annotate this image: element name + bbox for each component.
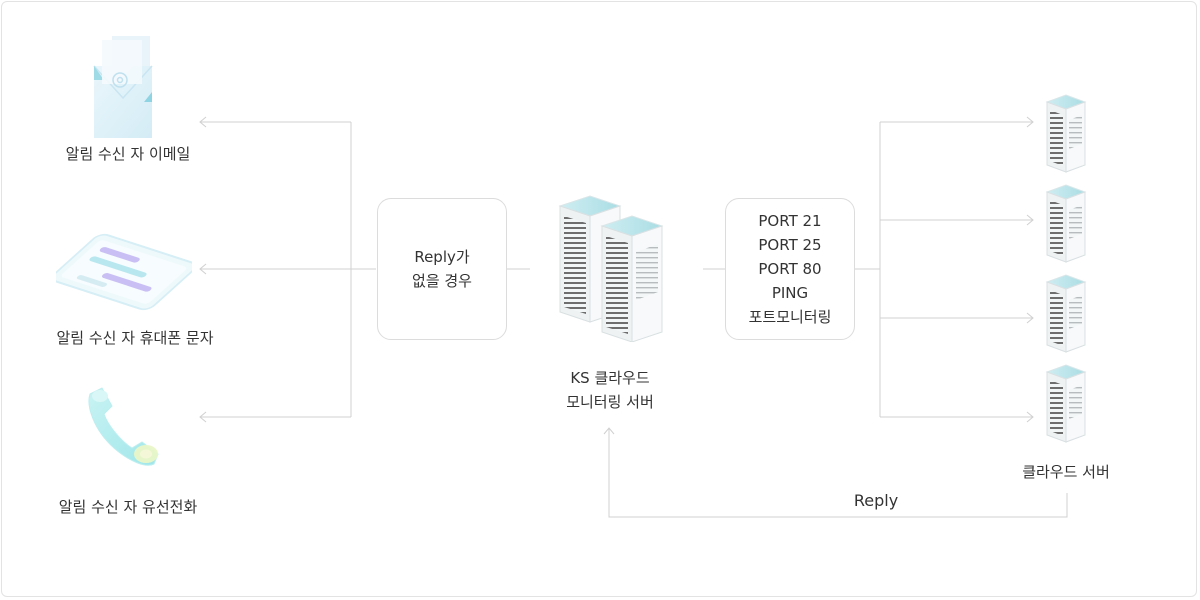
line-to-phone: [199, 411, 351, 423]
no-reply-condition-box: Reply가 없을 경우: [377, 198, 507, 340]
line-to-cloud-4: [880, 411, 1034, 423]
monitor-server-label-1: KS 클라우드: [570, 369, 650, 387]
check-item-port-25: PORT 25: [758, 236, 822, 254]
check-item-port-80: PORT 80: [758, 260, 822, 278]
monitoring-server-icon: [558, 195, 664, 342]
reply-return-line: [603, 427, 1068, 518]
cloud-server-2-icon: [1045, 184, 1087, 263]
check-item-ping: PING: [771, 284, 809, 302]
cloud-server-4-icon: [1045, 364, 1087, 443]
line-to-email: [199, 116, 351, 128]
phone-message-icon: [56, 233, 192, 311]
cloud-server-1-icon: [1045, 94, 1087, 173]
monitoring-checks-box: PORT 21 PORT 25 PORT 80 PING 포트모니터링: [725, 198, 855, 340]
line-to-cloud-2: [880, 214, 1034, 226]
cloud-server-label: 클라우드 서버: [1022, 463, 1110, 481]
telephone-handset-icon: [88, 387, 159, 466]
line-to-sms: [199, 263, 376, 275]
email-envelope-icon: [93, 36, 153, 138]
line-to-cloud-1: [880, 116, 1034, 128]
sms-recipient-label: 알림 수신 자 휴대폰 문자: [56, 329, 214, 347]
monitor-server-label-2: 모니터링 서버: [566, 393, 654, 411]
line-to-cloud-3: [880, 312, 1034, 324]
condition-line-1: Reply가: [414, 248, 470, 266]
email-recipient-label: 알림 수신 자 이메일: [65, 145, 191, 163]
check-item-port-21: PORT 21: [758, 212, 822, 230]
phone-recipient-label: 알림 수신 자 유선전화: [58, 498, 198, 516]
condition-line-2: 없을 경우: [412, 272, 472, 290]
reply-label: Reply: [853, 491, 899, 510]
check-item-port-monitoring: 포트모니터링: [748, 308, 832, 326]
cloud-server-3-icon: [1045, 274, 1087, 353]
